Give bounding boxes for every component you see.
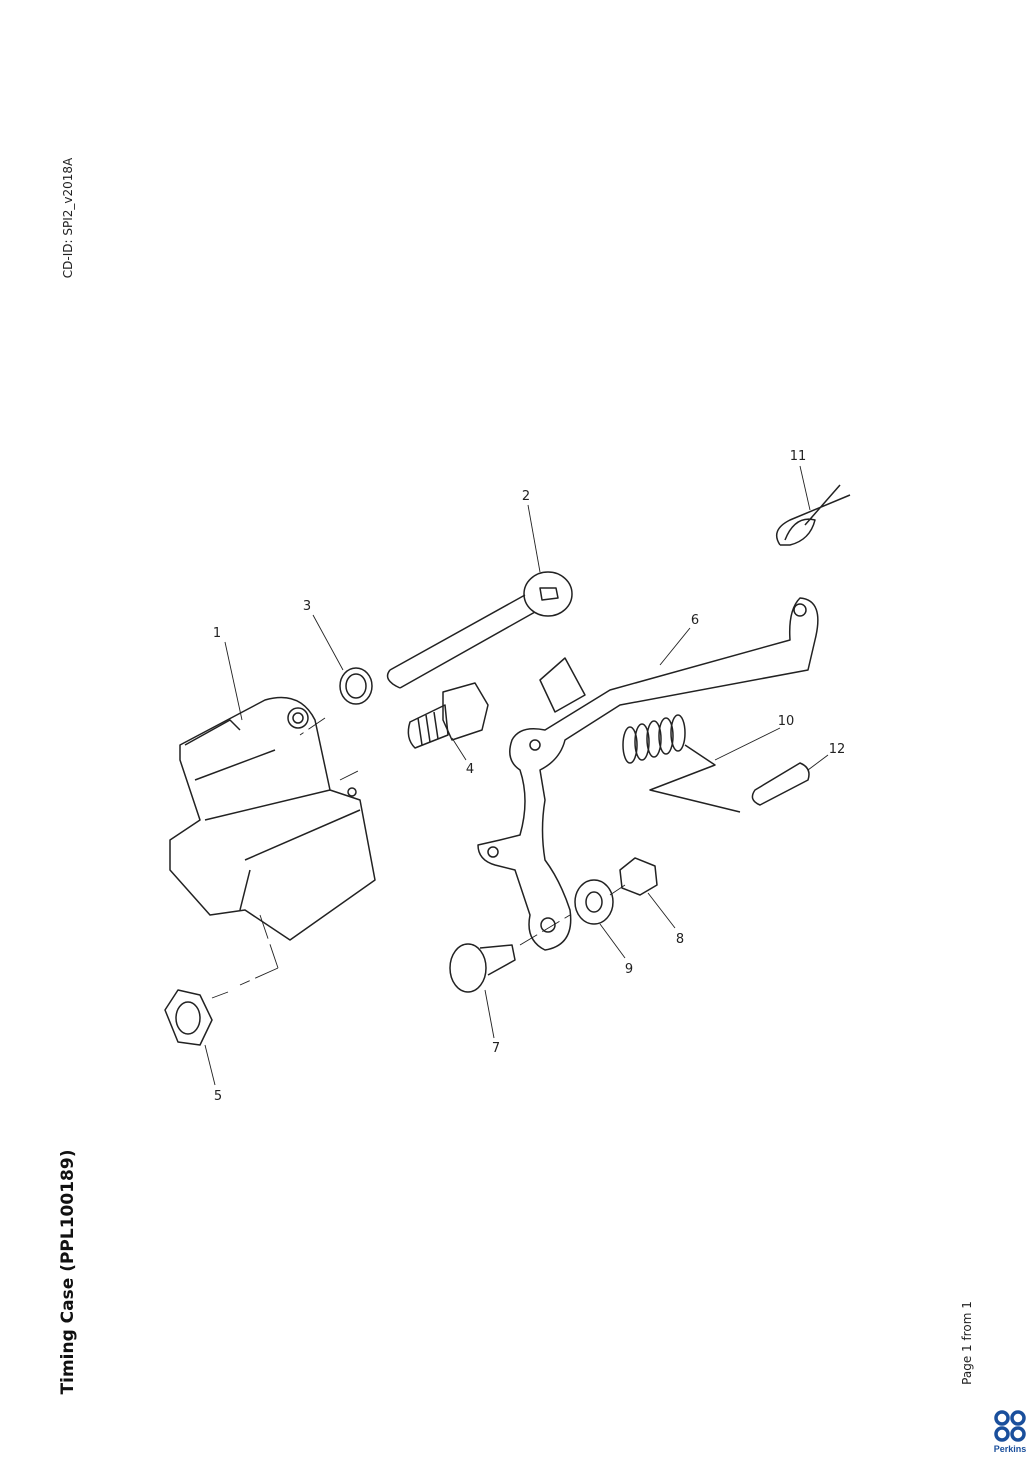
part-9-washer (574, 879, 614, 925)
part-2-pin (386, 571, 573, 689)
part-12-plug (751, 762, 810, 806)
callout-1: 1 (213, 626, 221, 641)
leader-lines (204, 465, 829, 1086)
part-6-lever (477, 597, 819, 951)
part-1-housing (169, 696, 376, 941)
part-11-clip (775, 484, 851, 546)
callout-3: 3 (303, 599, 311, 614)
callout-4: 4 (466, 762, 474, 777)
perkins-emblem-icon (994, 1410, 1026, 1442)
part-3-ring (339, 667, 373, 705)
callout-9: 9 (625, 962, 633, 977)
part-7-screw (449, 943, 516, 993)
callout-12: 12 (829, 742, 846, 757)
callout-7: 7 (492, 1041, 500, 1056)
callout-10: 10 (778, 714, 795, 729)
callout-11: 11 (790, 449, 807, 464)
callout-6: 6 (691, 613, 699, 628)
callout-8: 8 (676, 932, 684, 947)
part-5-nut (164, 989, 213, 1046)
perkins-logo: Perkins (990, 1410, 1030, 1454)
brand-name: Perkins (993, 1444, 1027, 1454)
part-10-spring (622, 714, 741, 813)
part-8-nut (619, 857, 658, 896)
callout-2: 2 (522, 489, 530, 504)
callout-5: 5 (214, 1089, 222, 1104)
part-4-bolt (407, 682, 489, 749)
